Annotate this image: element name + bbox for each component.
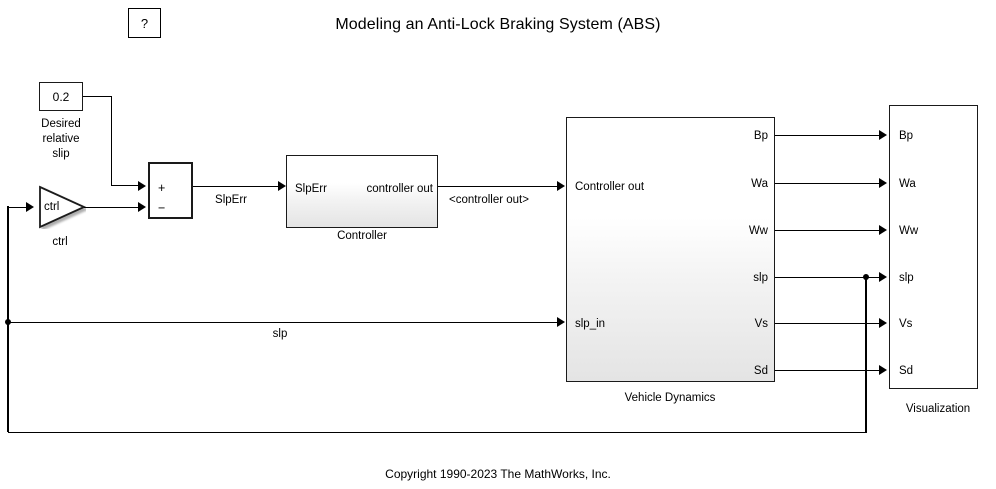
page-title: Modeling an Anti-Lock Braking System (AB… [335, 16, 661, 33]
subsystem-vehicle-dynamics[interactable]: Controller out slp_in Bp Wa Ww slp Vs Sd [566, 117, 775, 382]
arrowhead-vis-sd [879, 365, 887, 375]
wire-feedback-left [8, 431, 866, 433]
gain-block-value: ctrl [44, 201, 60, 213]
wire-controller-out [438, 185, 559, 187]
sum-plus-sign: + [158, 181, 166, 195]
wire-vs [775, 322, 880, 324]
constant-value: 0.2 [52, 89, 70, 104]
arrowhead-vehicle-slp-in [557, 317, 565, 327]
arrowhead-vis-wa [879, 178, 887, 188]
arrowhead-vehicle-controller-in [557, 181, 565, 191]
constant-caption-line3: slip [52, 148, 70, 160]
vehicle-input-port-slp-in: slp_in [575, 318, 606, 330]
wire-feedback-to-gain [8, 206, 26, 208]
visualization-input-port-bp: Bp [899, 130, 914, 142]
subsystem-controller[interactable]: SlpErr controller out [286, 155, 438, 228]
vehicle-output-port-sd: Sd [753, 365, 768, 377]
wire-const-out-v [110, 96, 112, 185]
wire-bp [775, 134, 880, 136]
subsystem-visualization[interactable]: Bp Wa Ww slp Vs Sd [889, 105, 978, 389]
wire-ww [775, 229, 880, 231]
signal-label-controller-out: <controller out> [449, 194, 529, 206]
gain-block-ctrl[interactable]: ctrl [38, 185, 86, 229]
vehicle-output-port-bp: Bp [753, 130, 768, 142]
visualization-input-port-ww: Ww [899, 225, 919, 237]
help-block-label: ? [140, 15, 149, 31]
help-block[interactable]: ? [128, 8, 161, 38]
visualization-input-port-wa: Wa [899, 178, 916, 190]
wire-slperr [193, 185, 280, 187]
constant-caption-line1: Desired [41, 118, 81, 130]
gain-block-caption: ctrl [52, 236, 68, 248]
wire-slp [775, 276, 880, 278]
wire-gain-out [84, 206, 138, 208]
sum-minus-sign: − [158, 201, 166, 215]
vehicle-output-port-ww: Ww [748, 225, 768, 237]
subsystem-vehicle-dynamics-caption: Vehicle Dynamics [624, 392, 716, 404]
arrowhead-gain-input [26, 202, 34, 212]
vehicle-input-port-controller-out: Controller out [575, 181, 645, 193]
arrowhead-vis-ww [879, 225, 887, 235]
controller-input-port-label: SlpErr [295, 183, 327, 195]
signal-label-slp: slp [272, 328, 288, 340]
arrowhead-vis-slp [879, 272, 887, 282]
arrowhead-sum-minus-input [138, 202, 146, 212]
subsystem-visualization-caption: Visualization [905, 403, 971, 415]
visualization-input-port-sd: Sd [899, 365, 914, 377]
constant-block-desired-slip[interactable]: 0.2 [39, 82, 83, 111]
wire-slp-in [8, 321, 559, 323]
arrowhead-vis-vs [879, 318, 887, 328]
wire-feedback-down [865, 277, 867, 433]
wire-const-out-h1 [83, 96, 112, 98]
arrowhead-controller-input [278, 181, 286, 191]
wire-wa [775, 182, 880, 184]
wire-const-out-h2 [110, 185, 139, 187]
arrowhead-sum-plus-input [138, 180, 146, 191]
visualization-input-port-slp: slp [899, 272, 914, 284]
subsystem-controller-caption: Controller [337, 230, 387, 242]
arrowhead-vis-bp [879, 130, 887, 140]
visualization-input-port-vs: Vs [899, 318, 913, 330]
sum-block[interactable]: + − [148, 162, 193, 219]
controller-output-port-label: controller out [366, 183, 433, 195]
copyright-text: Copyright 1990-2023 The MathWorks, Inc. [385, 467, 611, 481]
constant-caption-line2: relative [42, 133, 80, 145]
signal-label-slperr: SlpErr [215, 194, 247, 206]
vehicle-output-port-vs: Vs [754, 318, 768, 330]
wire-sd [775, 369, 880, 371]
vehicle-output-port-wa: Wa [751, 178, 768, 190]
vehicle-output-port-slp: slp [753, 272, 768, 284]
